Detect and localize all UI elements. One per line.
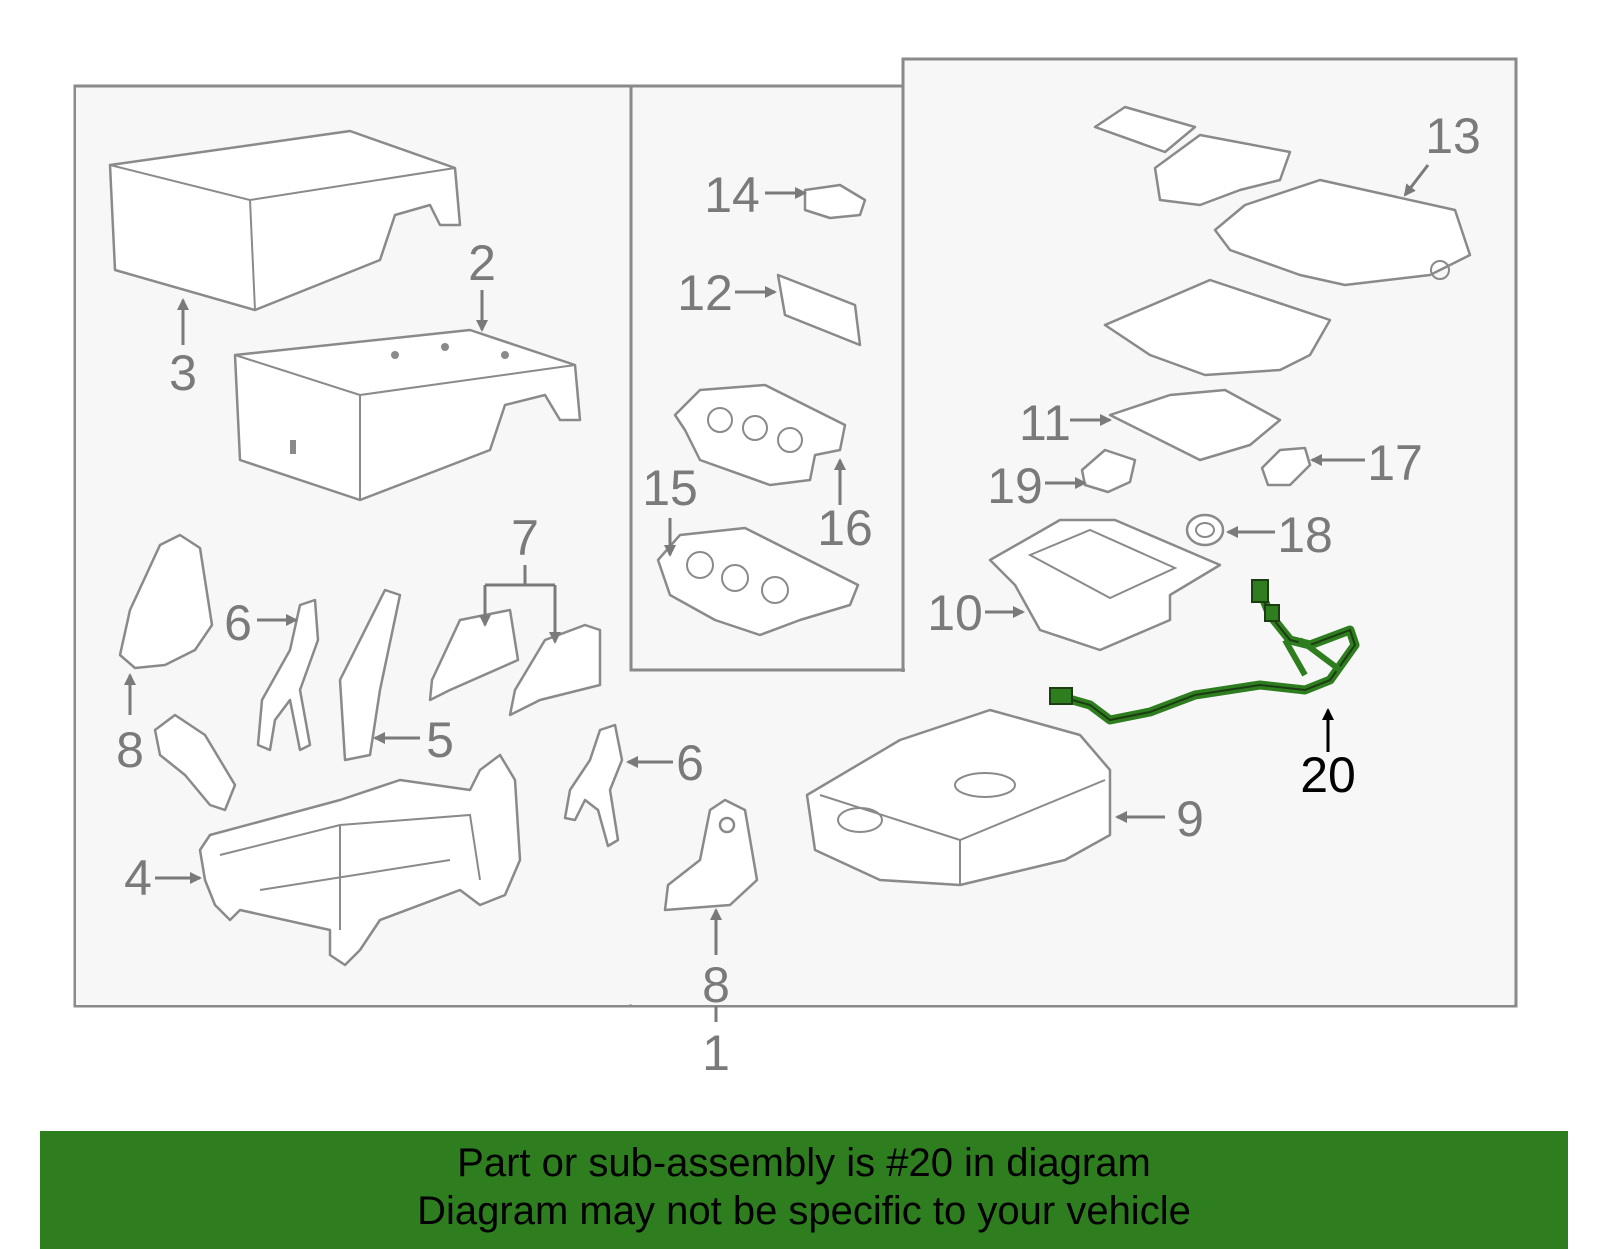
part-6-bracket-right (563, 723, 624, 848)
part-7-cover-left (428, 608, 520, 702)
callout-6b: 6 (676, 735, 704, 791)
part-14-clip (803, 183, 867, 220)
part-2-cushion-pad (233, 328, 582, 502)
callout-14: 14 (704, 167, 760, 223)
part-5-bracket (338, 588, 402, 762)
callout-1: 1 (702, 1025, 730, 1081)
callout-4: 4 (124, 850, 152, 906)
callout-17: 17 (1367, 435, 1423, 491)
part-13-armrest (1093, 105, 1472, 287)
callout-5: 5 (426, 712, 454, 768)
part-10-storage-bin (988, 518, 1222, 652)
part-3-cushion-cover (108, 129, 462, 312)
part-8-side-shield (118, 533, 214, 670)
callout-20[interactable]: 20 (1300, 747, 1356, 803)
part-15-cupholder-tray (656, 526, 860, 637)
callout-11: 11 (1019, 395, 1071, 451)
banner-line-2: Diagram may not be specific to your vehi… (417, 1189, 1191, 1233)
callout-15: 15 (642, 460, 698, 516)
callout-18: 18 (1277, 507, 1333, 563)
banner-line-1: Part or sub-assembly is #20 in diagram (457, 1141, 1151, 1185)
callout-8a: 8 (116, 722, 144, 778)
callout-3: 3 (169, 345, 197, 401)
callout-6a: 6 (224, 595, 252, 651)
part-18-grommet (1185, 513, 1225, 547)
part-armrest-base (1103, 278, 1332, 377)
callout-8b: 8 (702, 957, 730, 1013)
part-info-banner: Part or sub-assembly is #20 in diagram D… (40, 1131, 1568, 1249)
callout-13: 13 (1425, 108, 1481, 164)
callout-19: 19 (987, 458, 1043, 514)
callout-10: 10 (927, 585, 983, 641)
part-7-cover-right (508, 623, 602, 717)
part-11-mat (1108, 388, 1282, 462)
callout-12: 12 (677, 265, 733, 321)
callout-16: 16 (817, 500, 873, 556)
callout-2: 2 (468, 235, 496, 291)
leader-7 (483, 565, 557, 640)
part-6-bracket-left (256, 598, 320, 752)
callout-9: 9 (1176, 791, 1204, 847)
leader-13 (1403, 164, 1430, 197)
part-8-latch (153, 713, 237, 812)
part-4-seat-frame (198, 753, 522, 967)
part-12-panel (776, 273, 862, 347)
part-20-wiring-harness[interactable] (1049, 579, 1360, 725)
part-9-console-base (805, 708, 1112, 887)
part-16-cupholder-insert (673, 383, 847, 487)
callout-7: 7 (511, 510, 539, 566)
